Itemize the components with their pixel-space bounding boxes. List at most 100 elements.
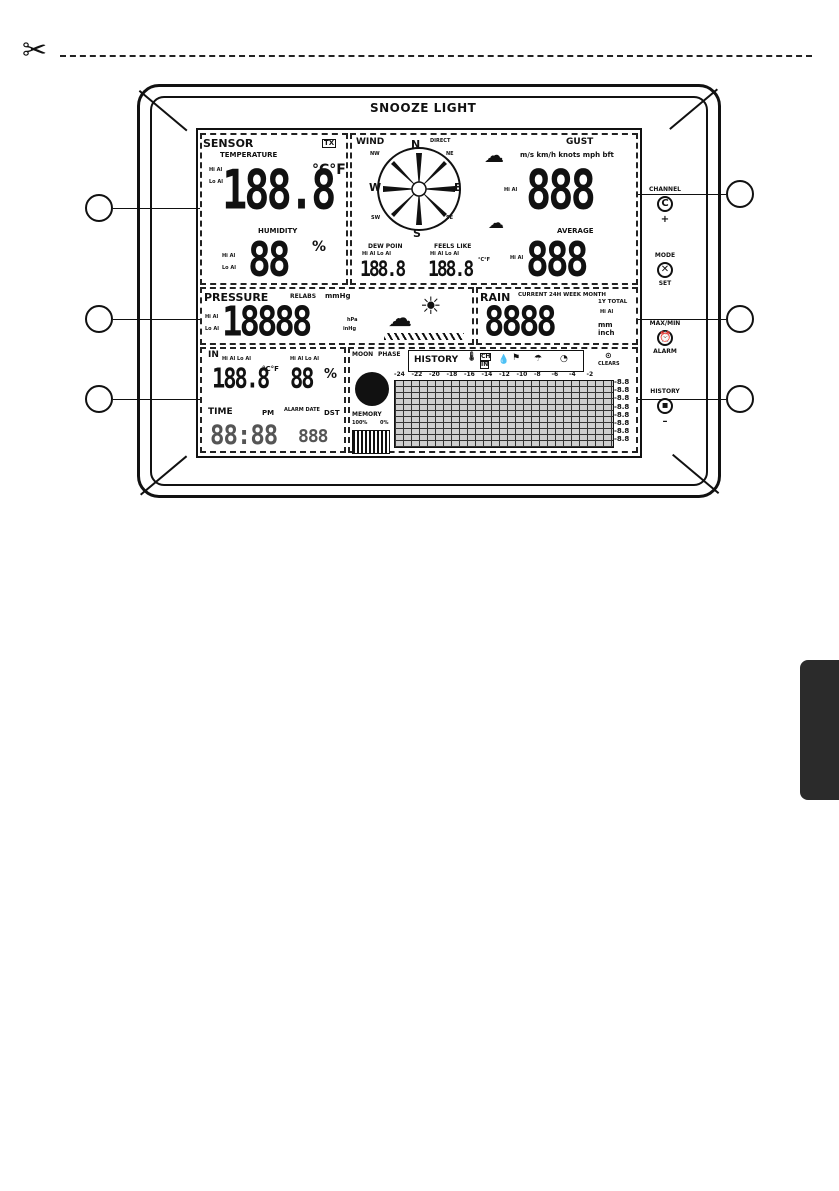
- alarm-label: ALARM: [653, 348, 677, 355]
- compass-nw: NW: [370, 151, 380, 157]
- memory-100: 100%: [352, 420, 368, 426]
- memory-label: MEMORY: [352, 411, 382, 418]
- compass-n: N: [411, 138, 421, 151]
- history-scale-label: -8.8: [614, 419, 630, 427]
- history-tick-label: -10: [516, 371, 528, 378]
- clears-icon: ⊙: [605, 351, 612, 360]
- sun-icon: ☀: [420, 292, 442, 320]
- set-label: SET: [658, 280, 672, 287]
- history-tick-label: -8: [534, 371, 541, 378]
- mmhg-label: mmHg: [325, 292, 351, 300]
- indoor-humidity-percent: %: [324, 367, 338, 382]
- gust-digits: 888: [526, 157, 596, 222]
- history-tick-label: -2: [586, 371, 594, 378]
- callout-leader-3: [113, 399, 200, 400]
- channel-button[interactable]: C: [657, 196, 673, 212]
- dew-point-digits: 188.8: [360, 256, 406, 282]
- pm-label: PM: [262, 409, 275, 417]
- brand-logo: SNOOZE LIGHT: [370, 96, 490, 120]
- device-frame-outer: [137, 84, 721, 498]
- callout-leader-4: [638, 194, 726, 195]
- cut-line: [60, 55, 812, 57]
- gust-label: GUST: [566, 137, 594, 147]
- wind-title: WIND: [356, 137, 385, 147]
- hpa-label: hPa: [347, 317, 358, 323]
- feels-like-hilo: Hi Al Lo Al: [430, 251, 459, 257]
- callout-leader-2: [113, 319, 200, 320]
- time-right-digits: 888: [298, 426, 328, 447]
- memory-0: 0%: [380, 420, 389, 426]
- time-label: TIME: [208, 407, 233, 417]
- relabs-label: RELABS: [290, 293, 317, 300]
- humidity-percent: %: [312, 239, 327, 255]
- mode-button[interactable]: ✕: [657, 262, 673, 278]
- lo-al-label: Lo Al: [209, 179, 223, 185]
- callout-circle-3: [85, 385, 113, 413]
- brand-text: SNOOZE LIGHT: [370, 101, 477, 115]
- average-hi-al: Hi Al: [510, 255, 524, 261]
- callout-leader-6: [638, 399, 726, 400]
- history-in: IN: [480, 361, 490, 369]
- outdoor-temperature-digits: 188.8: [222, 157, 336, 222]
- humidity-hi-al: Hi Al: [222, 253, 236, 259]
- moon-label: MOON: [352, 351, 374, 358]
- history-scale-label: -8.8: [614, 427, 630, 436]
- direct-label: DIRECT: [430, 138, 451, 144]
- history-tick-label: -14: [481, 371, 493, 378]
- rain-periods: CURRENT 24H WEEK MONTH: [518, 292, 607, 298]
- alarm-button[interactable]: ⏰: [657, 330, 673, 346]
- history-ch: CH: [480, 353, 492, 361]
- history-scale-label: -8.8: [614, 378, 630, 386]
- callout-leader-1: [113, 208, 200, 209]
- tx-indicator: TX: [322, 139, 337, 148]
- indoor-section: [200, 347, 346, 453]
- history-tick-label: -24: [394, 371, 405, 378]
- indoor-hum-hilo: Hi Al Lo Al: [290, 356, 319, 362]
- page-side-tab: [800, 660, 839, 800]
- history-bar-graph: [394, 380, 614, 448]
- callout-circle-5: [726, 305, 754, 333]
- compass-w: W: [369, 181, 382, 194]
- history-label: HISTORY: [650, 388, 680, 395]
- wind-compass: [377, 147, 461, 231]
- moon-icon: [355, 372, 389, 406]
- history-button[interactable]: ▪: [657, 398, 673, 414]
- temperature-label: TEMPERATURE: [220, 151, 278, 159]
- scissors-icon: ✂: [22, 33, 48, 68]
- history-tick-label: -4: [569, 371, 576, 378]
- compass-s: S: [413, 227, 421, 240]
- history-title: HISTORY: [414, 355, 459, 365]
- wave-icon: ☁: [488, 213, 504, 232]
- feels-like-label: FEELS LIKE: [434, 243, 472, 250]
- history-tick-label: -6: [551, 371, 559, 378]
- indoor-temperature-digits: 188.8: [212, 363, 270, 395]
- pressure-lo-al: Lo Al: [205, 326, 219, 332]
- sensor-section: [200, 133, 348, 285]
- callout-leader-5: [638, 319, 726, 320]
- gust-hi-al: Hi Al: [504, 187, 518, 193]
- history-tick-label: -12: [499, 371, 510, 378]
- compass-ne: NE: [446, 151, 454, 157]
- compass-sw: SW: [371, 215, 381, 221]
- compass-e: E: [454, 181, 462, 194]
- phase-label: PHASE: [378, 351, 401, 358]
- rain-inch: inch: [598, 329, 615, 337]
- average-label: AVERAGE: [557, 227, 594, 235]
- drop-icon: 💧: [498, 355, 510, 365]
- indoor-temp-units: °C°F: [262, 365, 279, 373]
- humidity-lo-al: Lo Al: [222, 265, 236, 271]
- callout-circle-6: [726, 385, 754, 413]
- forecast-cloud-icon: ☁: [388, 304, 412, 332]
- inhg-label: inHg: [343, 326, 357, 332]
- history-selector: [408, 350, 584, 372]
- alarm-date-label: ALARM DATE: [284, 407, 320, 413]
- wind-units: m/s km/h knots mph bft: [520, 151, 614, 159]
- thermometer-icon: 🌡: [466, 352, 478, 362]
- temperature-units: °C°F: [312, 162, 346, 178]
- mode-label: MODE: [654, 252, 676, 259]
- channel-label: CHANNEL: [648, 186, 682, 193]
- memory-bar: [352, 430, 390, 454]
- indoor-temp-hilo: Hi Al Lo Al: [222, 356, 251, 362]
- history-tick-label: -22: [411, 371, 423, 378]
- pressure-title: PRESSURE: [204, 291, 269, 304]
